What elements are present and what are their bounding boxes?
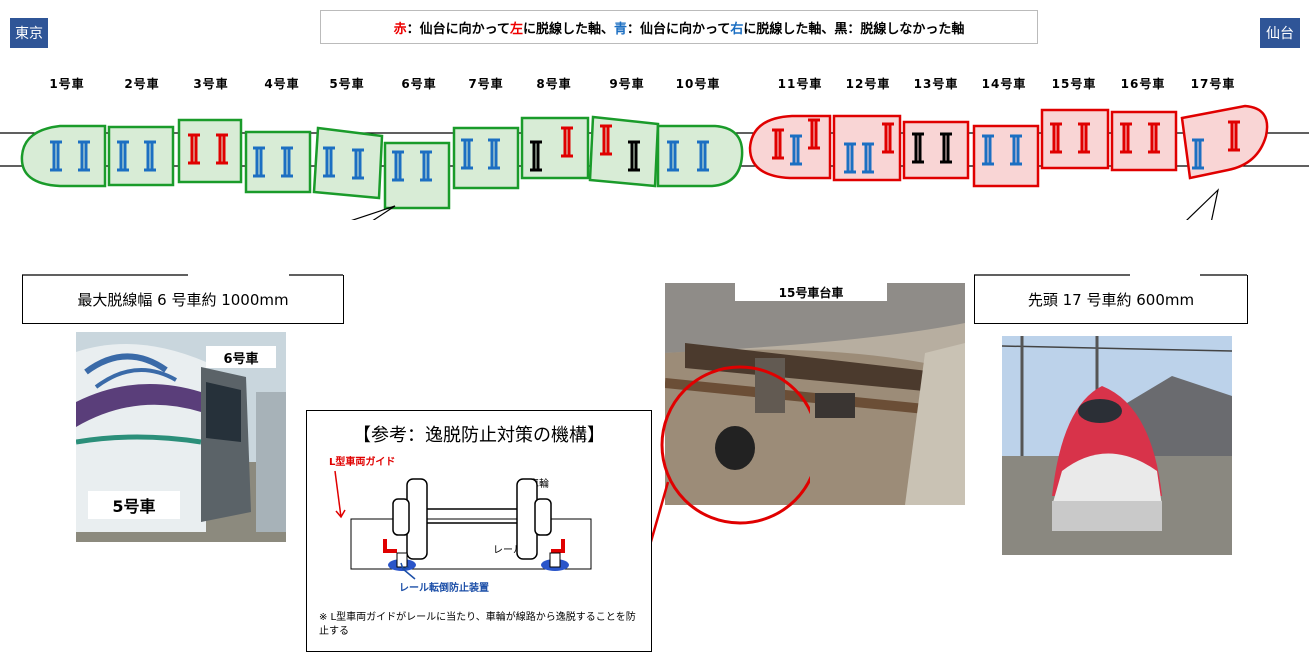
legend-right: 右 [730,21,744,37]
car-label-11: 11号車 [777,77,823,91]
car-label-10: 10号車 [675,77,721,91]
guide-label: L型車両ガイド [329,457,396,468]
car-label-14: 14号車 [981,77,1027,91]
tag-car-15-bogie: 15号車台車 [735,283,887,301]
reference-note: ※ L型車両ガイドがレールに当たり、車輪が線路から逸脱することを防止する [319,612,636,637]
legend-text-3: ：仙台に向かって [627,21,731,37]
car-label-9: 9号車 [609,77,645,91]
wheelset-diagram [334,470,592,580]
legend-left: 左 [509,21,523,37]
callout-max-derail-width: 最大脱線幅 6 号車約 1000mm [22,275,344,324]
legend-blue: 青 [614,21,628,37]
car-label-7: 7号車 [468,77,504,91]
highlight-circle [660,365,810,525]
rail-label: レール [493,545,523,556]
photo-car-17-lead [1002,336,1232,555]
car-5 [312,126,384,200]
legend-text-1: ：仙台に向かって [406,21,510,37]
car-17 [1180,104,1269,180]
legend-text-4: に脱線した軸、黒：脱線しなかった軸 [743,21,965,37]
car-13 [902,120,970,180]
connector-line [648,481,670,546]
sendai-end-label: 仙台 [1260,18,1300,48]
car-label-4: 4号車 [264,77,300,91]
car-16 [1110,110,1178,172]
wheel-label: 車輪 [529,479,549,490]
car-15 [1040,108,1110,170]
device-label: レール転倒防止装置 [399,583,489,594]
car-3 [177,118,243,184]
car-label-6: 6号車 [401,77,437,91]
car-label-1: 1号車 [49,77,85,91]
tag-car-6: 6号車 [206,346,276,368]
car-label-3: 3号車 [193,77,229,91]
car-2 [107,125,175,187]
car-11 [748,114,832,180]
reference-title: 【参考：逸脱防止対策の機構】 [353,425,605,446]
tokyo-end-label: 東京 [10,18,48,48]
car-label-13: 13号車 [913,77,959,91]
reference-panel: 【参考：逸脱防止対策の機構】 L型車両ガイド 車輪 レール レール転倒防止装置 … [306,410,652,652]
legend-text-2: に脱線した軸、 [522,21,614,37]
tag-car-5: 5号車 [88,491,180,519]
car-label-2: 2号車 [124,77,160,91]
color-legend: 赤 ：仙台に向かって 左 に脱線した軸、 青 ：仙台に向かって 右 に脱線した軸… [320,10,1038,44]
car-label-8: 8号車 [536,77,572,91]
callout-lead-car-600mm: 先頭 17 号車約 600mm [974,275,1248,324]
callout-right-pointer [1186,188,1219,220]
callout-left-pointer [351,205,396,220]
car-label-16: 16号車 [1120,77,1166,91]
car-label-15: 15号車 [1051,77,1097,91]
train-derailment-diagram [0,104,1309,220]
car-label-12: 12号車 [845,77,891,91]
callout-right-frame-top [974,274,1247,276]
car-label-17: 17号車 [1190,77,1236,91]
callout-left-frame-top [22,274,343,276]
legend-red: 赤 [393,21,407,37]
car-1 [20,124,107,188]
car-label-5: 5号車 [329,77,365,91]
